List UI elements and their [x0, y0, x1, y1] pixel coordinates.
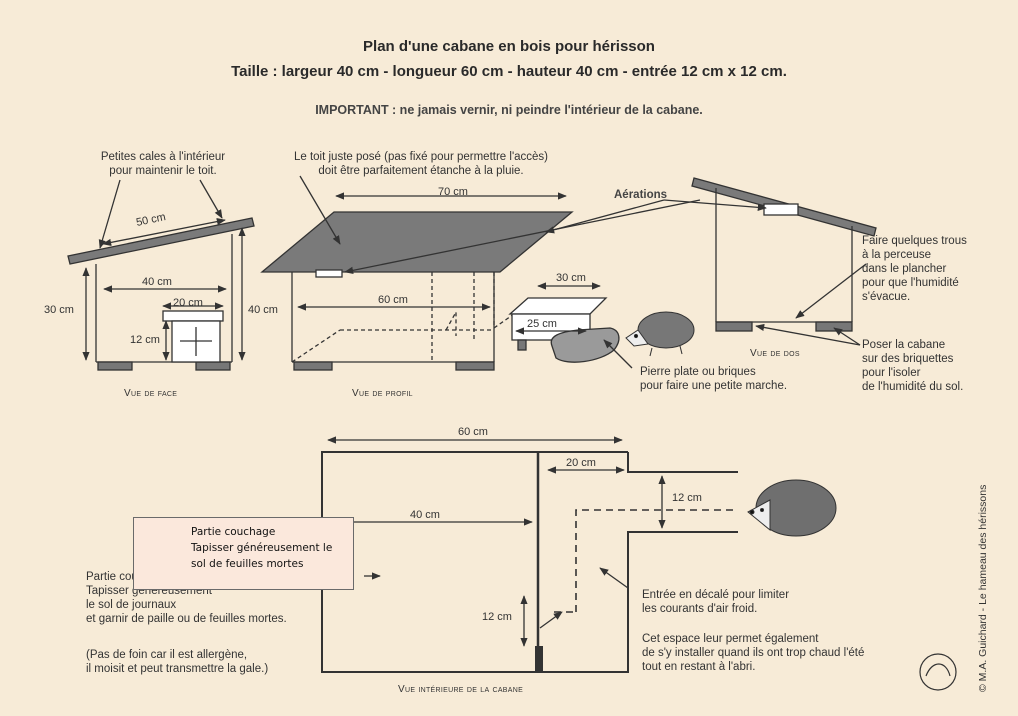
back-view-drawing	[663, 177, 877, 346]
interior-length-dim: 60 cm	[458, 426, 488, 438]
front-brick-left	[97, 361, 133, 371]
bedding-note: Partie couchage Tapisser généreusement l…	[86, 570, 287, 626]
hameau-logo-icon	[919, 653, 957, 691]
front-roof	[67, 217, 255, 265]
front-entrance-width-dim: 20 cm	[173, 297, 203, 309]
page-title: Plan d'une cabane en bois pour hérisson	[363, 38, 655, 55]
front-note-line1: Petites cales à l'intérieur	[100, 151, 226, 163]
hedgehog-side-icon	[625, 311, 695, 357]
interior-plan-drawing	[321, 451, 738, 673]
overlay-note-line3: sol de feuilles mortes	[191, 558, 304, 570]
space-note-line2: de s'y installer quand ils ont trop chau…	[642, 647, 865, 659]
bricks-note-line1: Poser la cabane	[862, 339, 946, 351]
front-entrance-height-dim: 12 cm	[130, 334, 160, 346]
bedding-note-line4: et garnir de paille ou de feuilles morte…	[86, 613, 287, 625]
side-note-line1: Le toit juste posé (pas fixé pour permet…	[293, 151, 549, 163]
bedding-note-line3: le sol de journaux	[86, 599, 177, 611]
front-right-height-dim: 40 cm	[248, 304, 278, 316]
corridor-width-dim: 20 cm	[566, 457, 596, 469]
space-note: Cet espace leur permet également de s'y …	[642, 632, 864, 674]
ventilation-label: Aérations	[614, 189, 668, 201]
overlay-note-line1: Partie couchage	[191, 526, 276, 538]
front-width-dim: 40 cm	[142, 276, 172, 288]
credit-text: © M.A. Guichard - Le hameau des hérisson…	[977, 484, 989, 692]
holes-note-line2: à la perceuse	[862, 249, 932, 261]
space-note-line3: tout en restant à l'abri.	[642, 661, 756, 673]
dimensions-line: Taille : largeur 40 cm - longueur 60 cm …	[231, 63, 787, 80]
overlay-note-line2: Tapisser généreusement le	[191, 542, 333, 554]
porch-roof	[508, 297, 608, 315]
front-note: Petites cales à l'intérieur pour mainten…	[88, 150, 238, 178]
stone-note-line2: pour faire une petite marche.	[640, 380, 788, 392]
stone-note: Pierre plate ou briques pour faire une p…	[640, 365, 787, 393]
side-roof-length-dim: 70 cm	[438, 186, 468, 198]
entrance-width-dim: 12 cm	[672, 492, 702, 504]
hay-warning-line2: il moisit et peut transmettre la gale.)	[86, 663, 269, 675]
space-note-line1: Cet espace leur permet également	[642, 633, 819, 645]
offset-dim: 12 cm	[482, 611, 512, 623]
holes-note-line4: pour que l'humidité	[862, 277, 959, 289]
side-roof-note: Le toit juste posé (pas fixé pour permet…	[276, 150, 566, 178]
interior-view-caption: Vue intérieure de la cabane	[398, 684, 524, 695]
holes-note-line1: Faire quelques trous	[862, 235, 967, 247]
side-body-length-dim: 60 cm	[378, 294, 408, 306]
front-brick-right	[195, 361, 231, 371]
side-view-caption: Vue de profil	[352, 388, 413, 399]
offset-note-line2: les courants d'air froid.	[642, 603, 758, 615]
front-view-drawing	[67, 179, 255, 371]
holes-note-line5: s'évacue.	[862, 291, 911, 303]
hedgehog-front-icon	[747, 479, 837, 537]
holes-note: Faire quelques trous à la perceuse dans …	[862, 234, 967, 304]
bricks-note: Poser la cabane sur des briquettes pour …	[862, 338, 963, 394]
back-view-caption: Vue de dos	[750, 348, 800, 359]
offset-entrance-note: Entrée en décalé pour limiter les couran…	[642, 588, 789, 616]
porch-length-dim: 30 cm	[556, 272, 586, 284]
offset-note-line1: Entrée en décalé pour limiter	[642, 589, 790, 601]
front-note-line2: pour maintenir le toit.	[109, 165, 217, 177]
interior-width-dim: 40 cm	[410, 509, 440, 521]
stone-note-line1: Pierre plate ou briques	[640, 366, 756, 378]
side-view-drawing	[260, 175, 701, 371]
bricks-note-line4: de l'humidité du sol.	[862, 381, 964, 393]
front-view-caption: Vue de face	[124, 388, 178, 399]
overlay-note-box: Partie couchage Tapisser généreusement l…	[133, 517, 354, 590]
bricks-note-line3: pour l'isoler	[862, 367, 921, 379]
important-warning: IMPORTANT : ne jamais vernir, ni peindre…	[315, 103, 703, 117]
front-left-height-dim: 30 cm	[44, 304, 74, 316]
holes-note-line3: dans le plancher	[862, 263, 947, 275]
side-roof	[260, 211, 574, 273]
side-note-line2: doit être parfaitement étanche à la plui…	[318, 165, 524, 177]
hay-warning-line1: (Pas de foin car il est allergène,	[86, 649, 248, 661]
porch-width-dim: 25 cm	[527, 318, 557, 330]
front-entrance-lintel	[162, 310, 224, 322]
porch-box	[511, 313, 591, 341]
hay-warning: (Pas de foin car il est allergène, il mo…	[86, 648, 268, 676]
bricks-note-line2: sur des briquettes	[862, 353, 954, 365]
